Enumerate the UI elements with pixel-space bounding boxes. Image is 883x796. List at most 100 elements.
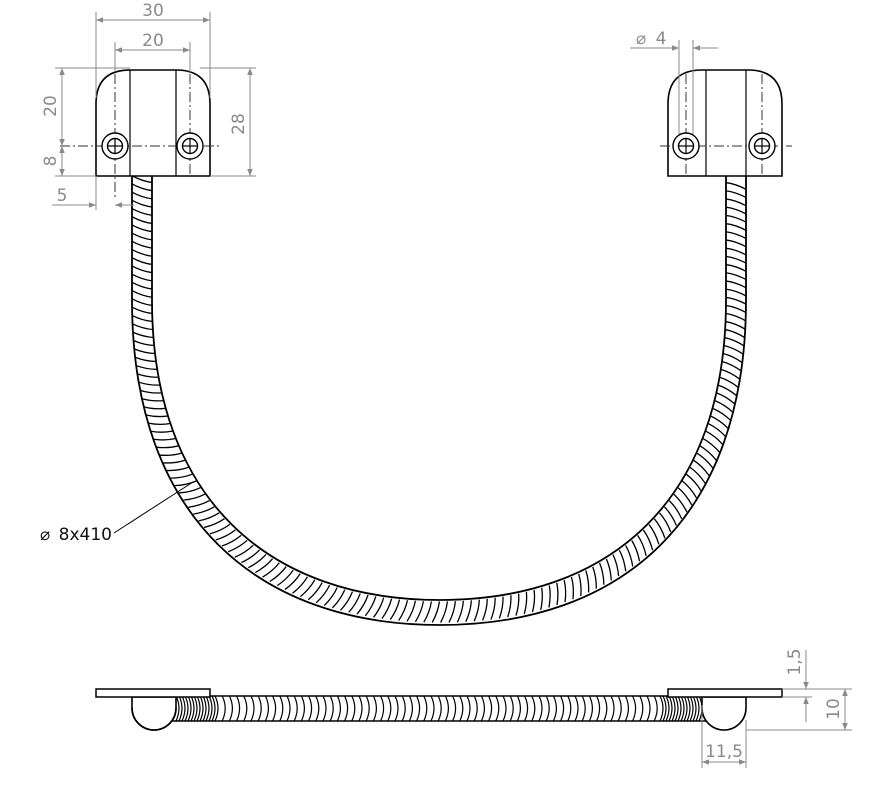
- side-hose-rib: [509, 695, 514, 722]
- side-hose-rib: [181, 695, 186, 722]
- mount-hole-icon: [748, 132, 776, 160]
- hose-rib: [307, 582, 323, 601]
- hose-rib: [247, 553, 267, 569]
- side-hose-rib: [322, 695, 327, 722]
- hose-rib: [262, 562, 280, 578]
- hose-rib: [131, 240, 153, 249]
- side-hose-rib: [351, 695, 356, 722]
- hose-rib: [648, 524, 660, 545]
- hose-rib: [570, 576, 575, 600]
- side-hose-rib: [680, 695, 685, 722]
- hose-rib: [198, 512, 220, 522]
- hose-rib: [356, 594, 369, 615]
- side-hose-rib: [365, 695, 370, 722]
- hose-rib: [725, 222, 747, 232]
- hose-rib: [673, 493, 688, 513]
- side-hose-rib: [221, 695, 226, 722]
- dimension-hole-offset: 8: [41, 146, 96, 177]
- right-side-mount: [667, 688, 783, 731]
- hose-callout: ⌀ 8x410: [40, 481, 194, 545]
- hose-rib: [631, 540, 641, 562]
- hose-rib: [138, 381, 161, 386]
- hose-rib: [131, 306, 153, 315]
- hose-rib: [241, 549, 261, 564]
- hose-rib: [696, 452, 714, 469]
- hose-rib: [599, 562, 605, 585]
- side-hose-rib: [293, 695, 298, 722]
- side-hose-rib: [236, 695, 241, 722]
- hose-rib: [531, 589, 536, 613]
- side-hose-rib: [315, 695, 320, 722]
- hose-rib: [323, 587, 338, 606]
- hose-rib: [183, 493, 206, 501]
- dimension-edge-offset: 5: [52, 176, 134, 210]
- side-hose-rib: [208, 695, 213, 722]
- mount-hole-icon: [101, 132, 129, 160]
- hose-rib: [331, 589, 346, 609]
- side-hose-ribs: [175, 695, 703, 722]
- dimension-label: 20: [142, 31, 164, 51]
- side-hose-rib: [452, 695, 457, 722]
- hose-rib: [141, 397, 164, 402]
- hose-rib: [221, 534, 242, 547]
- hose-rib: [131, 215, 153, 225]
- hose-rib: [145, 414, 169, 418]
- hose-rib: [725, 263, 747, 273]
- hose-rib: [465, 600, 473, 623]
- side-hose-rib: [264, 695, 269, 722]
- hose-rib: [712, 407, 732, 422]
- dimension-label: ⌀ 4: [636, 29, 666, 49]
- side-hose-rib: [516, 695, 521, 722]
- side-hose-rib: [211, 695, 216, 722]
- side-hose-rib: [692, 695, 697, 722]
- hose-rib: [203, 518, 225, 529]
- side-hose-rib: [257, 695, 262, 722]
- hose-rib: [431, 601, 441, 623]
- hose-rib: [707, 422, 727, 438]
- hose-rib: [693, 459, 710, 477]
- hose-rib: [284, 573, 301, 591]
- side-hose-rib: [689, 695, 694, 722]
- side-hose-rib: [495, 695, 500, 722]
- hose-rib: [725, 206, 747, 215]
- hose-rib: [719, 376, 740, 389]
- dimension-top-offset: 20: [41, 67, 130, 146]
- hose-rib: [276, 569, 294, 587]
- side-hose-rib: [286, 695, 291, 722]
- side-hose-rib: [466, 695, 471, 722]
- hose-rib: [625, 545, 634, 567]
- hose-rib: [720, 368, 741, 380]
- hose-rib: [135, 364, 158, 370]
- hose-rib: [725, 247, 747, 256]
- side-hose-rib: [596, 695, 601, 722]
- dimension-label: 10: [824, 698, 844, 720]
- hose-rib: [136, 373, 159, 378]
- dimension-side-height: 10: [746, 688, 852, 731]
- dimension-label: 11,5: [705, 742, 743, 762]
- side-hose-rib: [662, 695, 667, 722]
- side-hose-rib: [308, 695, 313, 722]
- side-hose-rib: [488, 695, 493, 722]
- hose-rib: [364, 596, 377, 617]
- hose-rib: [131, 289, 153, 298]
- side-hose-rib: [686, 695, 691, 722]
- hose-rib: [440, 601, 449, 623]
- hose-rib: [659, 512, 672, 533]
- hose-rib: [188, 500, 210, 508]
- hose-rib: [131, 273, 153, 282]
- side-hose-rib: [671, 695, 676, 722]
- hose-rib: [681, 480, 698, 499]
- hose-rib: [133, 348, 156, 355]
- side-hose-rib: [473, 695, 478, 722]
- hose-rib: [677, 487, 693, 506]
- left-mount-block: [60, 69, 220, 200]
- hose-rib: [131, 265, 153, 274]
- diameter-symbol-icon: ⌀: [636, 29, 646, 49]
- dimension-mount-height: 28: [200, 67, 256, 177]
- hose-rib: [414, 601, 425, 623]
- hose-rib: [725, 181, 747, 191]
- mount-hole-icon: [672, 132, 700, 160]
- side-hose-rib: [193, 695, 198, 722]
- hose-rib: [159, 452, 182, 456]
- hose-rib: [699, 445, 717, 461]
